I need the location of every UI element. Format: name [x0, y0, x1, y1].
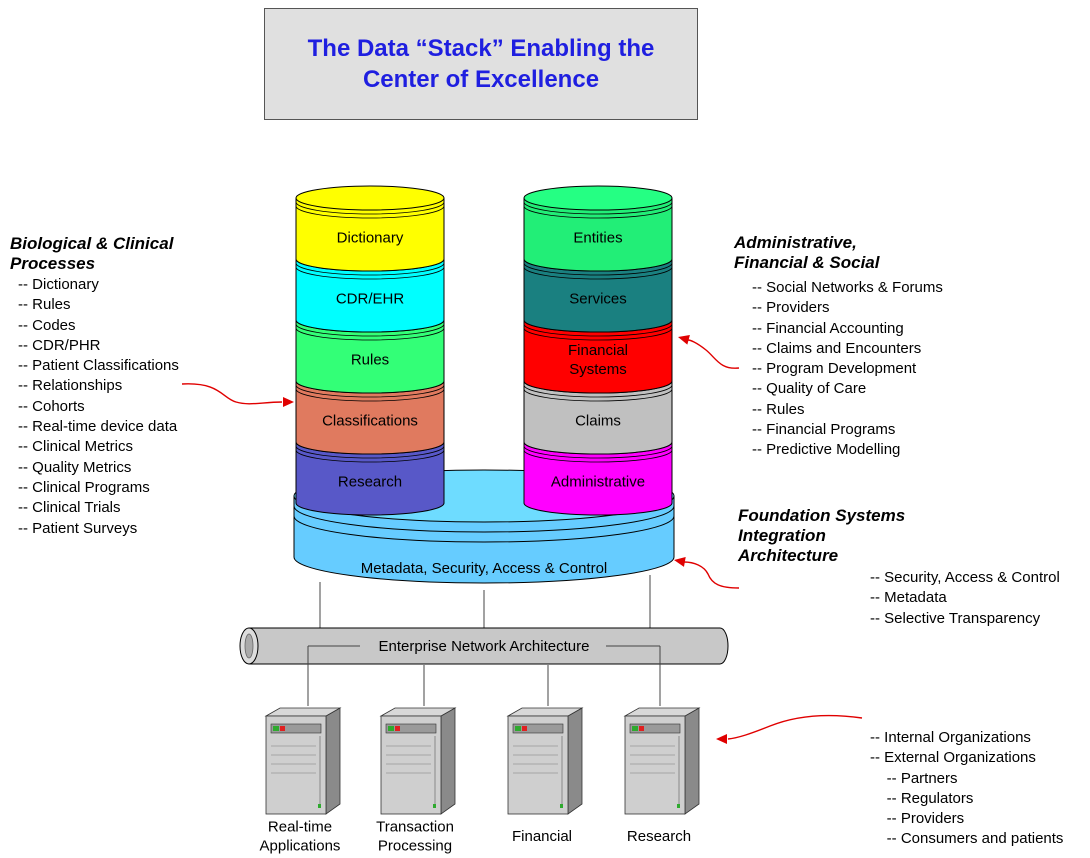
- arrow-biological: [181, 383, 283, 405]
- biological-list-item: -- CDR/PHR: [18, 336, 101, 354]
- biological-heading: Biological & Clinical Processes: [10, 234, 174, 273]
- biological-list-item: -- Clinical Programs: [18, 478, 150, 496]
- left-segment-label: Classifications: [322, 413, 418, 430]
- biological-list-item: -- Clinical Trials: [18, 499, 121, 517]
- foundation-heading: Foundation Systems Integration Architect…: [738, 506, 906, 565]
- left-segment-label: Research: [338, 474, 402, 491]
- organization-list-item: -- Partners: [870, 769, 958, 787]
- arrow-organizations: [727, 714, 863, 740]
- server-label: Financial: [512, 828, 572, 845]
- administrative-list-item: -- Providers: [752, 299, 830, 317]
- administrative-list-item: -- Quality of Care: [752, 380, 867, 398]
- biological-list-item: -- Dictionary: [18, 276, 99, 293]
- administrative-list-item: -- Financial Programs: [752, 421, 896, 439]
- biological-list: -- Dictionary -- Rules -- Codes -- CDR/PHR -…: [18, 275, 179, 539]
- administrative-list-item: -- Rules: [752, 400, 805, 418]
- organization-list-item: -- Consumers and patients: [870, 830, 1064, 848]
- title-box: The Data “Stack” Enabling the Center of …: [264, 8, 698, 120]
- administrative-heading: Administrative, Financial & Social: [734, 233, 880, 272]
- foundation-list: -- Security, Access & Control -- Metadata…: [870, 568, 1060, 629]
- biological-list-item: -- Real-time device data: [18, 418, 178, 436]
- platform-label: Metadata, Security, Access & Control: [361, 560, 608, 577]
- organization-list-item: -- Providers: [870, 810, 965, 828]
- biological-list-item: -- Cohorts: [18, 397, 85, 415]
- server-icon: [379, 707, 457, 815]
- arrow-foundation: [683, 561, 740, 589]
- organizations-list: -- Internal Organizations -- External Org…: [870, 728, 1063, 850]
- right-stack: [523, 185, 673, 516]
- page-title: The Data “Stack” Enabling the Center of …: [307, 35, 655, 93]
- biological-list-item: -- Clinical Metrics: [18, 438, 134, 456]
- biological-list-item: -- Relationships: [18, 377, 123, 395]
- administrative-list-item: -- Program Development: [752, 360, 917, 378]
- arrow-administrative: [687, 339, 740, 369]
- administrative-list-item: -- Social Networks & Forums: [752, 279, 943, 296]
- biological-list-item: -- Quality Metrics: [18, 458, 132, 476]
- left-segment-label: CDR/EHR: [336, 291, 405, 308]
- biological-list-item: -- Rules: [18, 296, 71, 314]
- server-icon: [264, 707, 342, 815]
- right-segment-label: Claims: [575, 413, 621, 430]
- server-icon: [623, 707, 701, 815]
- administrative-list-item: -- Financial Accounting: [752, 319, 904, 337]
- biological-list-item: -- Codes: [18, 316, 76, 334]
- right-segment-label: Entities: [573, 230, 622, 247]
- left-segment-label: Dictionary: [337, 230, 404, 247]
- server-icon: [506, 707, 584, 815]
- foundation-list-item: -- Selective Transparency: [870, 609, 1041, 627]
- organization-list-item: -- Regulators: [870, 789, 974, 807]
- network-pipe: [239, 627, 729, 665]
- network-label: Enterprise Network Architecture: [379, 638, 590, 655]
- biological-list-item: -- Patient Surveys: [18, 519, 138, 537]
- left-segment-label: Rules: [351, 352, 389, 369]
- right-segment-label: Services: [569, 291, 627, 308]
- left-stack: [295, 185, 445, 516]
- left-segment-0: [295, 185, 445, 272]
- foundation-list-item: -- Security, Access & Control: [870, 569, 1060, 586]
- organization-list-item: -- External Organizations: [870, 749, 1036, 767]
- organization-list-item: -- Internal Organizations: [870, 729, 1031, 746]
- right-segment-label: Administrative: [551, 474, 645, 491]
- administrative-list-item: -- Predictive Modelling: [752, 441, 901, 459]
- administrative-list: -- Social Networks & Forums -- Providers -…: [752, 278, 943, 461]
- administrative-list-item: -- Claims and Encounters: [752, 339, 922, 357]
- biological-list-item: -- Patient Classifications: [18, 357, 179, 375]
- foundation-list-item: -- Metadata: [870, 589, 947, 607]
- right-segment-0: [523, 185, 673, 272]
- server-label: Research: [627, 828, 691, 845]
